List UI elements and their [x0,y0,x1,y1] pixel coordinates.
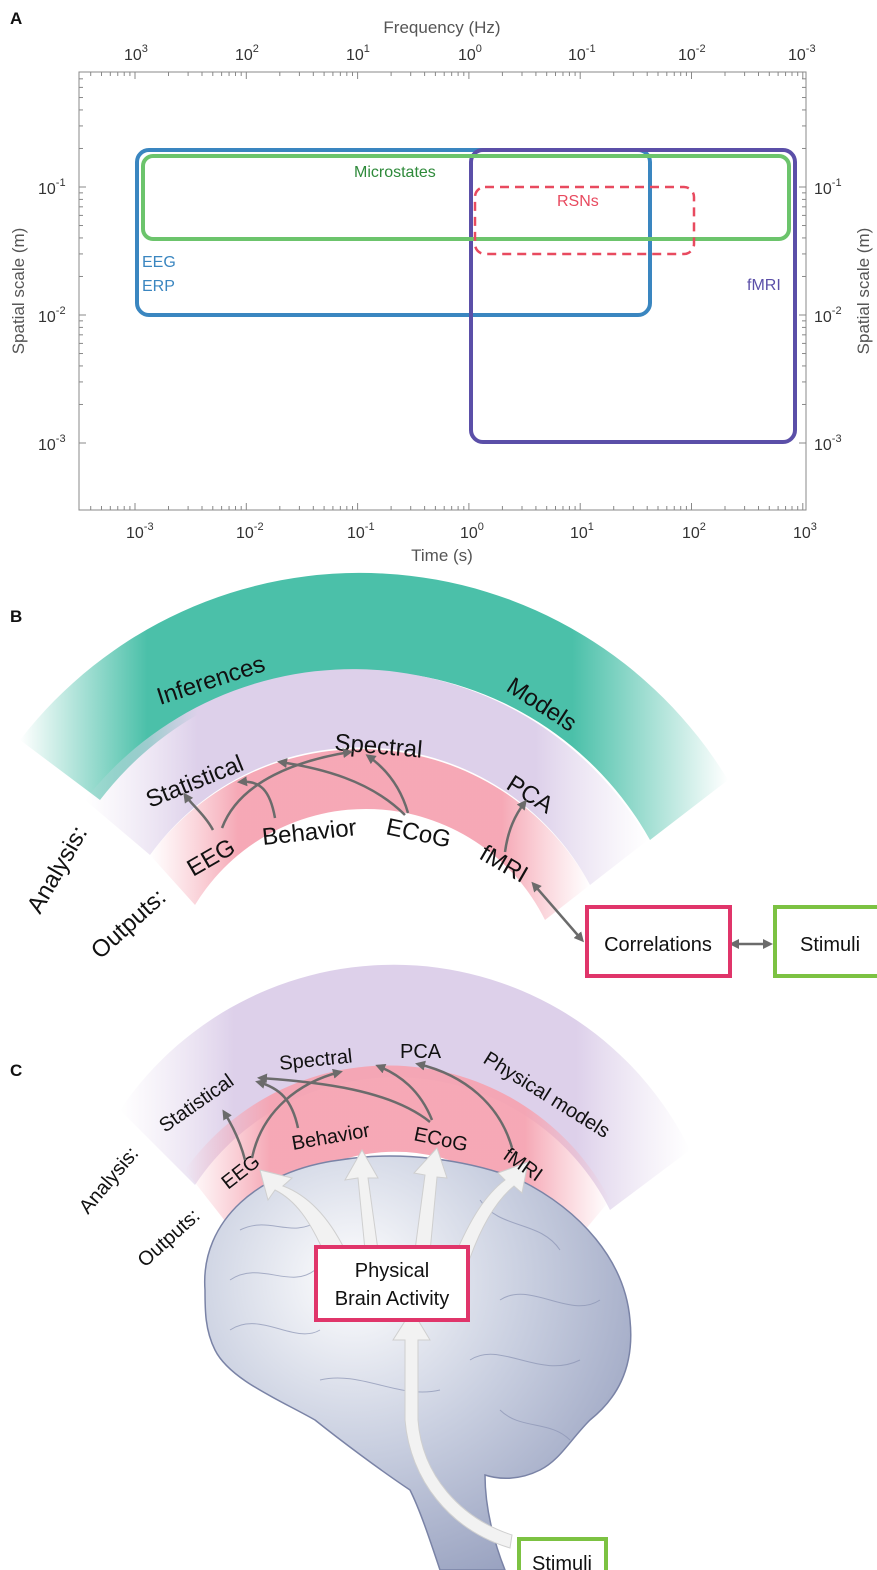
arrow-fmri-correlations [531,881,584,943]
bottom-tick-labels: 10-3 10-2 10-1 100 101 102 103 [126,521,817,542]
top-tick-labels: 103 102 101 100 10-1 10-2 10-3 [124,43,816,64]
arrow-fmri-pca [503,799,527,853]
outputs-row-label-c: Outputs: [134,1205,205,1272]
left-tick-0: 10-1 [38,177,66,198]
bottom-axis-title: Time (s) [411,546,473,565]
plot-frame [78,71,807,511]
arrow-c-ecog-statistical [257,1073,431,1123]
outputs-band [150,749,590,920]
arrow-behavior-statistical [237,776,277,819]
rsns-label: RSNs [557,193,599,210]
arrow-activity-eeg [259,1169,346,1256]
outputs-row-label: Outputs: [86,884,171,965]
bottom-tick-4: 101 [570,521,594,542]
brain-gyri [229,1199,601,1441]
stimuli-box-c [517,1537,608,1570]
bottom-tick-0: 10-3 [126,521,154,542]
arrow-activity-fmri [454,1161,529,1259]
arrow-activity-behavior [344,1148,379,1251]
eeg-label: EEG [142,254,176,271]
analysis-row-label-c: Analysis: [75,1143,143,1218]
outputs-band-c [185,1065,610,1260]
left-axis-title: Spatial scale (m) [9,228,28,355]
eeg-region [135,148,652,317]
physical-brain-activity-box [314,1245,470,1322]
correlations-label: Correlations [604,934,712,956]
top-tick-3: 100 [458,43,482,64]
analysis-band [85,669,648,885]
left-tick-labels: 10-1 10-2 10-3 [38,177,66,454]
top-tick-5: 10-2 [678,43,706,64]
panel-a-label: A [10,9,22,28]
top-axis-title: Frequency (Hz) [383,18,500,37]
correlations-box [585,905,732,978]
pca-label-c: PCA [400,1041,442,1063]
arrow-ecog-spectral [365,754,410,814]
panel-c-arrows [222,1060,514,1161]
analysis-band-c [120,964,690,1210]
left-tick-1: 10-2 [38,305,66,326]
right-tick-labels: 10-1 10-2 10-3 [814,177,842,454]
top-tick-2: 101 [346,43,370,64]
arrow-eeg-statistical [183,792,215,831]
panel-b-arrows [183,748,773,949]
panel-c-label: C [10,1061,22,1080]
arrow-c-behavior-statistical [255,1079,300,1129]
left-tick-2: 10-3 [38,433,66,454]
bottom-tick-3: 100 [460,521,484,542]
bottom-tick-1: 10-2 [236,521,264,542]
stimuli-label-c: Stimuli [532,1553,592,1570]
inferences-models-band [20,572,728,840]
stimuli-label-b: Stimuli [800,934,860,956]
panel-b-label: B [10,607,22,626]
top-tick-1: 102 [235,43,259,64]
arrow-activity-ecog [413,1147,448,1253]
analysis-row-label: Analysis: [22,821,93,918]
axis-minor-ticks [79,72,806,510]
brain-activity-label: Brain Activity [335,1288,449,1310]
arrow-c-eeg-spectral [250,1068,343,1159]
arrow-c-eeg-statistical [222,1109,247,1161]
fmri-region [469,148,797,444]
arrow-c-fmri-pca [415,1060,514,1149]
arrow-ecog-statistical [277,758,406,816]
erp-label: ERP [142,278,175,295]
right-tick-1: 10-2 [814,305,842,326]
microstates-label: Microstates [354,164,436,181]
stimuli-box-b [773,905,877,978]
bottom-tick-5: 102 [682,521,706,542]
right-tick-0: 10-1 [814,177,842,198]
microstates-region [141,154,791,241]
top-tick-6: 10-3 [788,43,816,64]
rsns-region [473,185,696,256]
arrow-c-ecog-spectral [375,1064,434,1121]
activity-arrows [259,1147,529,1549]
right-axis-title: Spatial scale (m) [854,228,873,355]
fmri-label: fMRI [747,277,781,294]
top-tick-4: 10-1 [568,43,596,64]
right-tick-2: 10-3 [814,433,842,454]
top-tick-0: 103 [124,43,148,64]
bottom-tick-2: 10-1 [347,521,375,542]
physical-label: Physical [355,1260,429,1282]
bottom-tick-6: 103 [793,521,817,542]
arrow-eeg-spectral [220,748,353,829]
